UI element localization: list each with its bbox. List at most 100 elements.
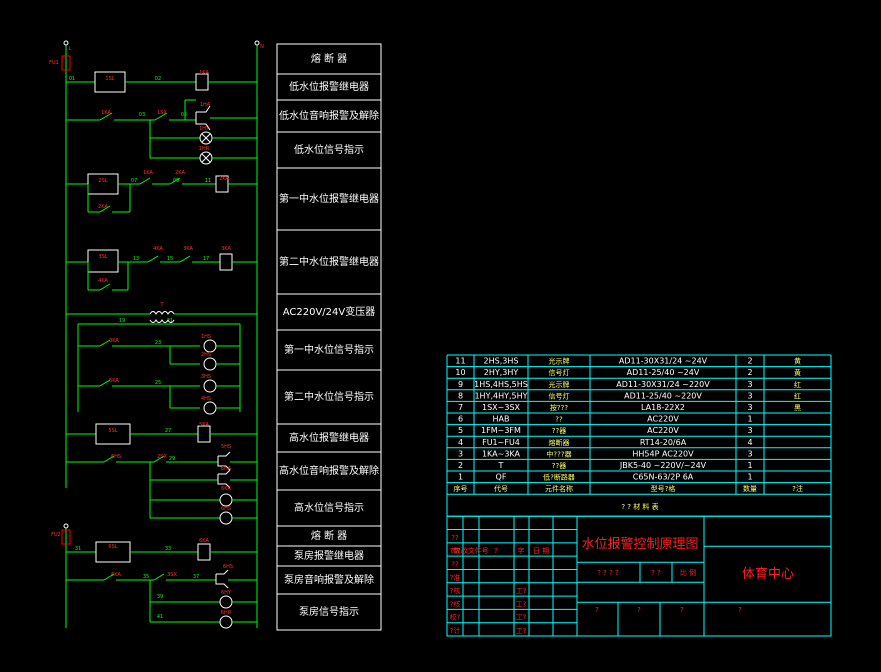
description-cell: [276, 593, 382, 631]
component-label: 5SL: [108, 428, 117, 434]
wire-number: 01: [69, 76, 75, 82]
row-pump-buzzer: [66, 569, 257, 629]
parts-table-header: ?注: [792, 484, 803, 493]
parts-table-cell: 低?断路器: [543, 473, 575, 482]
description-label: 泵房报警继电器: [294, 549, 364, 562]
title-block-header: ?数: [450, 546, 461, 555]
component-label: 3SL: [98, 254, 107, 260]
parts-table-cell: ??器: [552, 427, 566, 435]
title-block-label: ?核: [450, 599, 461, 608]
parts-table-cell: 1: [747, 473, 752, 482]
parts-table-cell: 2: [747, 368, 752, 377]
description-column: 熔 断 器低水位报警继电器低水位音响报警及解除低水位信号指示第一中水位报警继电器…: [276, 43, 382, 631]
component-label: 6HA: [221, 466, 232, 472]
component-label: N: [260, 44, 264, 50]
component-label: 1HA: [200, 102, 211, 108]
parts-table-cell: 11: [455, 357, 465, 366]
parts-table-cell: ??: [555, 416, 563, 424]
component-label: 3KA: [183, 246, 193, 252]
fuse-fu2: [61, 523, 71, 545]
row-high-water-relay: [66, 423, 257, 445]
component-label: 6HR: [221, 610, 232, 616]
component-label: 2KA: [98, 204, 108, 210]
row-24v-lamps: [78, 339, 240, 415]
parts-table-cell: 5: [458, 426, 463, 435]
parts-table-header: 序号: [454, 484, 468, 493]
title-block-label: ??: [451, 534, 459, 542]
title-block-label: ?准: [450, 573, 461, 582]
wire-number: 07: [131, 178, 137, 184]
parts-table-cell: 1FM~3FM: [481, 426, 521, 435]
title-block-label: ??: [451, 560, 459, 568]
component-label: FU2: [51, 532, 61, 538]
title-block-label: 工?: [516, 614, 527, 622]
parts-table-cell: AC220V: [647, 426, 679, 435]
parts-table-cell: T: [498, 461, 504, 470]
wire-number: 33: [165, 546, 171, 552]
component-label: 3SX: [167, 572, 177, 578]
parts-table-header: 数量: [743, 484, 757, 493]
component-label: 5KA: [109, 378, 119, 384]
parts-table-cell: 按???: [550, 403, 568, 412]
parts-table-cell: 3: [747, 391, 752, 400]
wire-number: 09: [173, 178, 179, 184]
component-label: 6KA: [199, 538, 209, 544]
parts-table-cell: 2: [458, 461, 463, 470]
description-label: 低水位信号指示: [294, 143, 364, 156]
component-label: 6KA: [221, 486, 231, 492]
parts-table-cell: 8: [458, 391, 463, 400]
parts-table-cell: 光示牌: [549, 380, 570, 389]
row-low-water-lamps: [149, 120, 257, 165]
fuse-fu1: [61, 40, 260, 71]
component-label: 5KA: [199, 422, 209, 428]
parts-table-cell: 信号灯: [549, 391, 570, 400]
row-second-middle-relay: [66, 249, 257, 291]
component-label: 4HS: [201, 396, 211, 402]
title-block-label: 工?: [516, 600, 527, 608]
wire-number: 21: [167, 318, 173, 324]
component-label: 5HS: [221, 444, 231, 450]
parts-table-cell: 1: [747, 415, 752, 424]
component-label: 2SX: [157, 454, 167, 460]
parts-table-cell: 6: [458, 415, 463, 424]
wire-number: 23: [155, 340, 161, 346]
title-block-scale: 比 例: [680, 568, 696, 577]
parts-table-cell: 2: [747, 357, 752, 366]
component-label: 6HS: [221, 506, 231, 512]
parts-table-cell: QF: [496, 473, 507, 482]
parts-table-cell: AD11-25/40 ~220V: [624, 391, 702, 400]
row-low-water-buzzer: [66, 99, 257, 131]
parts-table-cell: 2HS,3HS: [484, 357, 519, 366]
component-label: 4KA: [98, 278, 108, 284]
parts-table-cell: HH54P AC220V: [632, 449, 694, 458]
description-label: AC220V/24V变压器: [283, 305, 376, 318]
title-block-label: 工?: [516, 587, 527, 595]
title-block-footer: ?: [595, 606, 599, 614]
parts-table-cell: 信号灯: [549, 368, 570, 377]
wire-number: 15: [167, 256, 173, 262]
description-label: 熔 断 器: [311, 529, 347, 542]
parts-table-cell: 1SX~3SX: [482, 403, 521, 412]
parts-table-cell: 4: [747, 438, 752, 447]
drawing-title: 水位报警控制原理图: [581, 536, 698, 552]
component-label: 1SX: [157, 110, 167, 116]
title-block-footer: ?: [680, 606, 684, 614]
parts-table-caption: ? ? 材 料 表: [621, 502, 658, 511]
component-label: 6KA: [111, 572, 121, 578]
component-label: 4KA: [153, 246, 163, 252]
parts-table-cell: C65N-63/2P 6A: [633, 473, 694, 482]
parts-table-cell: 3: [458, 449, 463, 458]
wire-number: 02: [155, 76, 161, 82]
component-label: 2KA: [175, 170, 185, 176]
parts-table-cell: 1HS,4HS,5HS: [474, 380, 528, 389]
wire-number: 41: [157, 614, 163, 620]
transformer-t: [66, 311, 257, 412]
title-block-label: ?核: [450, 586, 461, 595]
row-pump-relay: [66, 541, 257, 563]
wire-number: 27: [165, 428, 171, 434]
title-block-header: ?: [494, 547, 498, 555]
title-block-header: 日 期: [533, 547, 549, 555]
component-label: 1HR: [199, 146, 210, 152]
parts-table-cell: 3: [747, 449, 752, 458]
